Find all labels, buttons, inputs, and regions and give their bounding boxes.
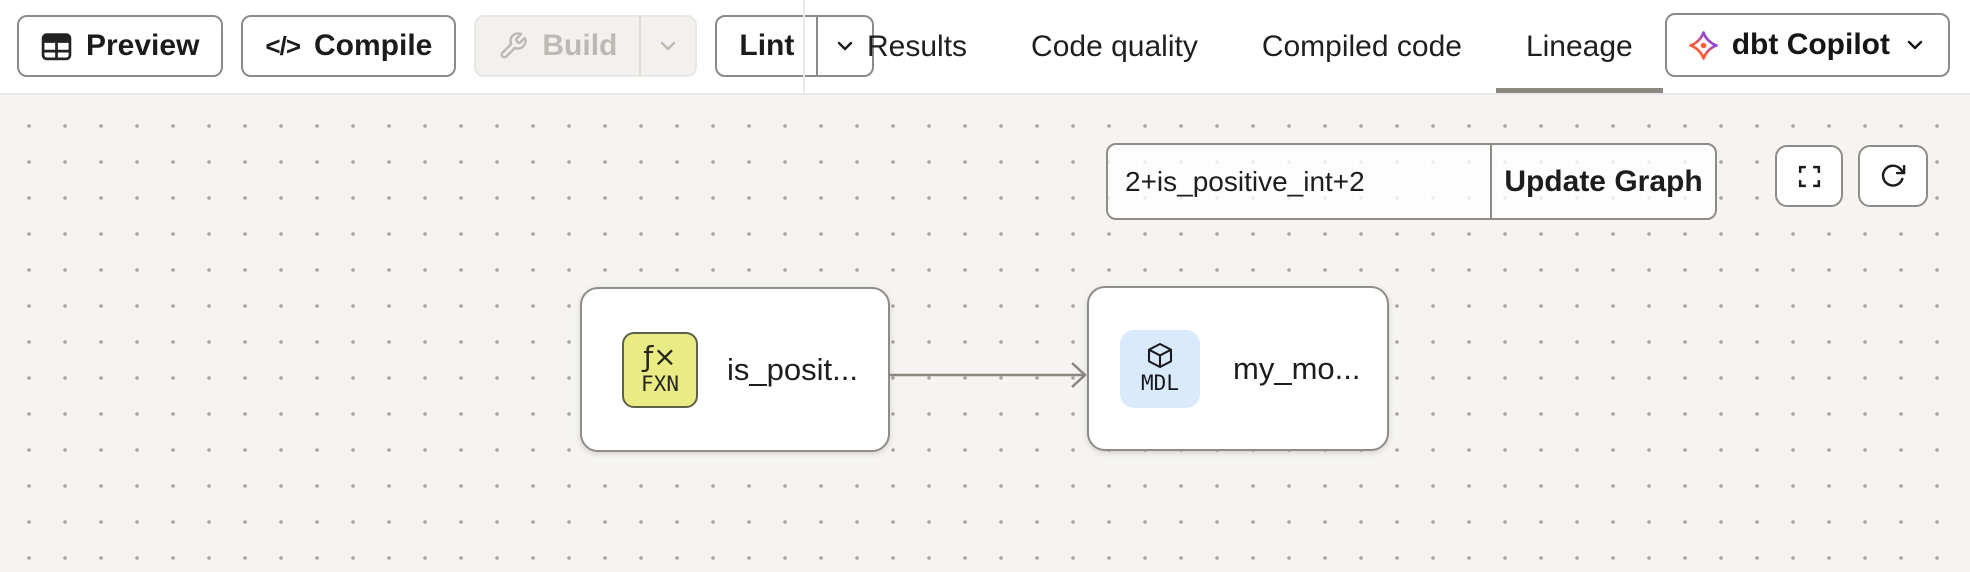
- lineage-edge-arrow: [886, 355, 1090, 395]
- code-icon: </>: [265, 30, 301, 61]
- lint-button-label: Lint: [739, 29, 795, 62]
- model-badge-icon: MDL: [1120, 329, 1200, 408]
- lint-dropdown-button[interactable]: [818, 17, 872, 75]
- chevron-down-icon: [833, 34, 857, 58]
- dbt-logo-icon: [1688, 30, 1719, 61]
- toolbar: Preview </> Compile Build: [17, 15, 875, 77]
- lineage-selector-input[interactable]: [1108, 145, 1492, 218]
- fullscreen-button[interactable]: [1775, 145, 1843, 207]
- preview-button-label: Preview: [86, 29, 200, 62]
- compile-button-main[interactable]: </> Compile: [243, 17, 454, 75]
- dbt-copilot-label: dbt Copilot: [1731, 28, 1890, 61]
- tab-code-quality[interactable]: Code quality: [1001, 0, 1228, 93]
- tab-results[interactable]: Results: [837, 0, 997, 93]
- tab-lineage-label: Lineage: [1525, 29, 1633, 63]
- build-button-main[interactable]: Build: [476, 17, 639, 75]
- model-badge-label: MDL: [1141, 370, 1179, 395]
- build-dropdown-button[interactable]: [641, 17, 695, 75]
- function-badge-label: FXN: [641, 371, 679, 396]
- fullscreen-icon: [1796, 163, 1823, 190]
- tab-code-quality-label: Code quality: [1031, 29, 1198, 63]
- lint-button-main[interactable]: Lint: [717, 17, 816, 75]
- preview-button[interactable]: Preview: [17, 15, 224, 77]
- lineage-node-model[interactable]: MDL my_mo...: [1087, 286, 1389, 451]
- build-button-label: Build: [542, 29, 618, 62]
- results-pane-tabs: Results Code quality Compiled code Linea…: [837, 0, 1663, 93]
- build-split-divider: [639, 17, 642, 75]
- node-label: my_mo...: [1233, 350, 1361, 386]
- cube-icon: [1143, 341, 1177, 371]
- fx-glyph: ƒ×: [643, 340, 677, 374]
- build-button[interactable]: Build: [474, 15, 698, 77]
- chevron-down-icon: [1903, 33, 1927, 57]
- refresh-graph-button[interactable]: [1858, 145, 1928, 207]
- preview-button-main[interactable]: Preview: [19, 17, 221, 75]
- lint-split-divider: [816, 17, 819, 75]
- compile-button[interactable]: </> Compile: [241, 15, 457, 77]
- tab-results-label: Results: [867, 29, 968, 63]
- refresh-icon: [1879, 162, 1907, 190]
- lineage-selector-group: Update Graph: [1106, 143, 1717, 220]
- function-badge-icon: ƒ× FXN: [622, 331, 698, 408]
- table-icon: [41, 31, 72, 62]
- dbt-copilot-button[interactable]: dbt Copilot: [1664, 13, 1950, 77]
- toolbar-tabs-divider: [803, 0, 805, 93]
- tab-compiled-code[interactable]: Compiled code: [1232, 0, 1492, 93]
- lint-button[interactable]: Lint: [715, 15, 875, 77]
- tab-compiled-code-label: Compiled code: [1261, 29, 1462, 63]
- compile-button-label: Compile: [314, 29, 433, 62]
- editor-header: Preview </> Compile Build: [0, 0, 1970, 95]
- lineage-node-function[interactable]: ƒ× FXN is_posit...: [580, 287, 890, 452]
- node-label: is_posit...: [727, 351, 858, 387]
- chevron-down-icon: [656, 34, 680, 58]
- wrench-icon: [498, 31, 528, 61]
- lineage-canvas[interactable]: Update Graph ƒ× FXN is_posit...: [0, 95, 1970, 572]
- tab-lineage[interactable]: Lineage: [1495, 0, 1663, 93]
- update-graph-button[interactable]: Update Graph: [1492, 145, 1715, 218]
- update-graph-label: Update Graph: [1504, 164, 1703, 198]
